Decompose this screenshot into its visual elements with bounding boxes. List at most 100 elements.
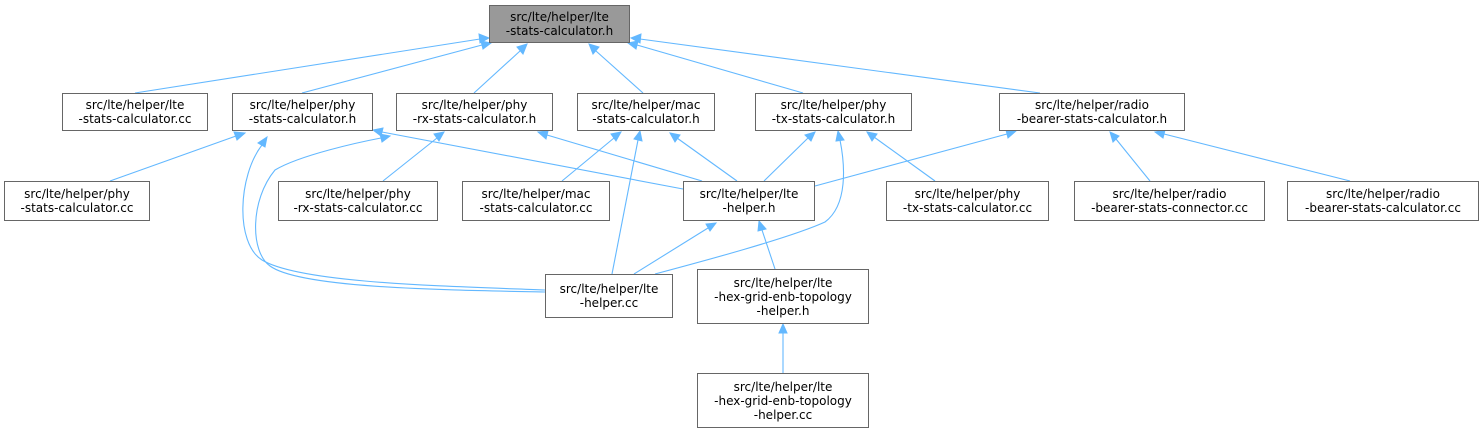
edge-n7-to-n2	[109, 135, 237, 182]
node-lte-helper-h[interactable]: src/lte/helper/lte -helper.h	[683, 181, 815, 221]
node-label-line: src/lte/helper/lte	[733, 275, 833, 290]
edge-n10-to-n2	[381, 131, 684, 190]
edge-n3-to-n0	[473, 50, 521, 94]
node-label-line: -stats-calculator.h	[592, 112, 700, 126]
node-lte-hex-grid-enb-topology-helper-h[interactable]: src/lte/helper/lte -hex-grid-enb-topolog…	[697, 269, 869, 324]
node-label-line: -stats-calculator.cc	[20, 201, 134, 215]
node-label-line: src/lte/helper/phy	[249, 98, 356, 112]
node-label-line: src/lte/helper/lte	[85, 98, 185, 112]
arrowhead	[629, 33, 642, 44]
edge-n13-to-n6	[1163, 133, 1351, 182]
edge-n14-to-n10	[633, 227, 709, 275]
node-label-line: -rx-stats-calculator.cc	[293, 201, 423, 215]
node-lte-stats-calculator-cc[interactable]: src/lte/helper/lte -stats-calculator.cc	[62, 93, 208, 131]
edge-n10-to-n6	[814, 133, 1008, 187]
edge-n9-to-n4	[561, 137, 615, 182]
node-label-line: -stats-calculator.cc	[78, 112, 192, 126]
node-lte-helper-cc[interactable]: src/lte/helper/lte -helper.cc	[545, 274, 673, 318]
edge-n10-to-n3	[546, 134, 703, 182]
node-label-line: src/lte/helper/phy	[24, 187, 130, 201]
arrowhead	[1005, 129, 1018, 139]
arrowhead	[633, 129, 643, 142]
edge-n10-to-n4	[676, 137, 738, 182]
arrowhead	[233, 131, 247, 141]
node-label-line: src/lte/helper/phy	[780, 98, 887, 112]
edge-n10-to-n5	[763, 137, 809, 182]
node-label-line: src/lte/helper/phy	[305, 187, 411, 201]
node-label-line: -hex-grid-enb-topology	[714, 289, 852, 304]
edge-n15-to-n10	[761, 229, 776, 270]
arrowhead	[757, 219, 767, 232]
node-label-line: -stats-calculator.cc	[479, 201, 593, 215]
arrowhead	[610, 131, 622, 142]
node-label-line: -helper.cc	[579, 296, 639, 310]
edge-n12-to-n6	[1115, 138, 1151, 182]
node-radio-bearer-stats-connector-cc[interactable]: src/lte/helper/radio -bearer-stats-conne…	[1074, 181, 1265, 221]
arrowhead	[705, 222, 718, 232]
arrowhead	[480, 40, 493, 50]
node-label-line: -hex-grid-enb-topology	[714, 393, 852, 408]
node-mac-stats-calculator-cc[interactable]: src/lte/helper/mac -stats-calculator.cc	[462, 181, 610, 221]
arrowhead	[379, 133, 392, 143]
node-label-line: src/lte/helper/radio	[1326, 187, 1440, 201]
node-label-line: src/lte/helper/lte	[699, 187, 799, 201]
node-radio-bearer-stats-calculator-h[interactable]: src/lte/helper/radio -bearer-stats-calcu…	[999, 93, 1185, 131]
arrowhead	[804, 131, 816, 142]
node-label-line: src/lte/helper/radio	[1112, 187, 1227, 201]
node-label-line: -tx-stats-calculator.cc	[902, 201, 1033, 215]
arrowhead	[257, 135, 268, 148]
node-label-line: src/lte/helper/mac	[481, 187, 591, 201]
node-label-line: -bearer-stats-connector.cc	[1091, 201, 1248, 215]
node-radio-bearer-stats-calculator-cc[interactable]: src/lte/helper/radio -bearer-stats-calcu…	[1287, 181, 1479, 221]
edge-n14-to-n2	[242, 144, 546, 291]
edge-n2-to-n0	[301, 44, 483, 94]
edge-n1-to-n0	[134, 38, 481, 94]
node-phy-rx-stats-calculator-cc[interactable]: src/lte/helper/phy -rx-stats-calculator.…	[278, 181, 438, 221]
node-label-line: src/lte/helper/lte	[559, 282, 659, 296]
node-phy-tx-stats-calculator-h[interactable]: src/lte/helper/phy -tx-stats-calculator.…	[755, 93, 912, 131]
node-label-line: src/lte/helper/phy	[914, 187, 1021, 201]
arrowhead	[669, 132, 681, 143]
edge-n11-to-n5	[873, 136, 936, 182]
node-label-line: -helper.cc	[753, 407, 813, 422]
node-lte-stats-calculator-h: src/lte/helper/lte -stats-calculator.h	[489, 5, 630, 43]
edge-n6-to-n0	[639, 38, 1041, 94]
node-label-line: -bearer-stats-calculator.h	[1016, 112, 1168, 126]
node-phy-rx-stats-calculator-h[interactable]: src/lte/helper/phy -rx-stats-calculator.…	[396, 93, 553, 131]
node-phy-tx-stats-calculator-cc[interactable]: src/lte/helper/phy -tx-stats-calculator.…	[886, 181, 1049, 221]
arrowhead	[1109, 131, 1120, 143]
node-label-line: -helper.h	[756, 303, 810, 318]
arrowhead	[588, 43, 600, 55]
node-label-line: src/lte/helper/radio	[1035, 98, 1149, 112]
edge-n14-to-n5	[654, 139, 845, 275]
node-phy-stats-calculator-cc[interactable]: src/lte/helper/phy -stats-calculator.cc	[4, 181, 150, 221]
node-label-line: src/lte/helper/lte	[733, 379, 833, 394]
arrowhead	[433, 131, 445, 142]
edge-n14-to-n3	[255, 137, 546, 293]
arrowhead	[1153, 129, 1166, 139]
node-label-line: src/lte/helper/mac	[591, 98, 701, 112]
arrowhead	[866, 131, 878, 142]
node-label-line: -bearer-stats-calculator.cc	[1305, 201, 1461, 215]
node-label-line: -rx-stats-calculator.h	[412, 112, 537, 126]
edge-n4-to-n0	[595, 50, 644, 94]
node-label-line: -stats-calculator.h	[505, 24, 614, 38]
node-lte-hex-grid-enb-topology-helper-cc[interactable]: src/lte/helper/lte -hex-grid-enb-topolog…	[697, 373, 869, 428]
arrowhead	[536, 130, 549, 140]
arrowhead	[835, 129, 845, 142]
arrowhead	[778, 322, 788, 334]
edges	[109, 33, 1351, 373]
edge-n8-to-n3	[382, 137, 438, 182]
arrowhead	[626, 40, 639, 50]
node-label-line: src/lte/helper/lte	[510, 10, 609, 24]
node-label-line: -stats-calculator.h	[248, 112, 357, 126]
edge-n5-to-n0	[636, 44, 804, 94]
node-label-line: src/lte/helper/phy	[421, 98, 528, 112]
edge-n14-to-n4	[611, 139, 639, 275]
arrowhead	[516, 43, 528, 55]
node-mac-stats-calculator-h[interactable]: src/lte/helper/mac -stats-calculator.h	[577, 93, 715, 131]
node-label-line: -helper.h	[722, 201, 776, 215]
node-phy-stats-calculator-h[interactable]: src/lte/helper/phy -stats-calculator.h	[232, 93, 373, 131]
node-label-line: -tx-stats-calculator.h	[771, 112, 896, 126]
